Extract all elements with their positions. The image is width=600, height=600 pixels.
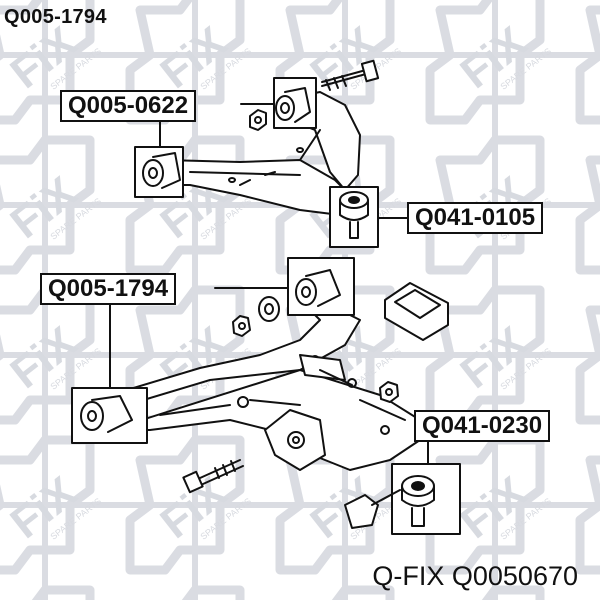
callout-upper-arm-bushing: Q005-0622 xyxy=(60,90,197,122)
bump-stop xyxy=(384,282,449,341)
lower-ball-joint-drawing xyxy=(344,463,461,535)
callout-lower-arm-bushing: Q005-1794 xyxy=(40,273,177,305)
lower-bolt xyxy=(182,459,244,494)
lower-washer xyxy=(258,296,280,322)
leader-lines xyxy=(109,103,429,465)
upper-bolt xyxy=(321,59,380,91)
callout-upper-ball-joint: Q041-0105 xyxy=(407,202,544,234)
lower-front-bushing xyxy=(71,387,148,444)
lower-rear-bushing xyxy=(287,257,355,316)
brand-article-label: Q-FIX Q0050670 xyxy=(372,561,578,591)
lower-nut xyxy=(232,315,251,337)
upper-ball-joint-drawing xyxy=(329,186,379,248)
upper-front-bushing xyxy=(273,77,317,129)
callout-lower-ball-joint: Q041-0230 xyxy=(414,410,551,442)
upper-nut xyxy=(249,109,267,131)
upper-rear-bushing xyxy=(134,146,184,198)
page-title: Q005-1794 xyxy=(4,6,107,28)
right-nut xyxy=(379,381,399,403)
lower-bracket xyxy=(264,409,326,471)
